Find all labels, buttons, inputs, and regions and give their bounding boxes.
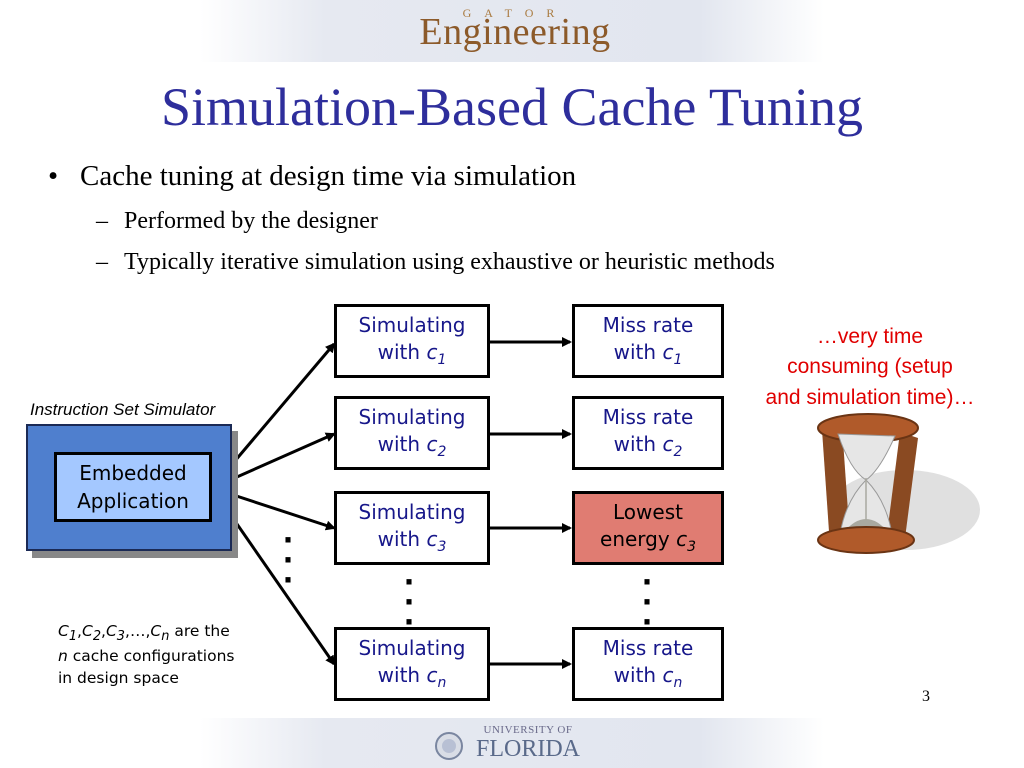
vertical-dots-sim: ··· xyxy=(404,561,416,642)
footer-university-of: UNIVERSITY OF xyxy=(483,724,573,736)
sim-box-3: Simulating with c3 xyxy=(334,491,490,565)
vertical-dots-result: ··· xyxy=(642,561,654,642)
sim-box-3-line2: with c3 xyxy=(377,527,447,556)
lowest-energy-line2: energy c3 xyxy=(600,527,696,556)
note-line-1: …very time xyxy=(816,325,924,348)
bullet-sub-2-text: Typically iterative simulation using exh… xyxy=(124,249,775,275)
note-line-3: and simulation time)… xyxy=(765,385,975,409)
embedded-line-1: Embedded xyxy=(79,461,187,485)
logo-small-text: GATOR xyxy=(462,6,568,20)
engineering-logo: Engineering xyxy=(419,11,611,53)
footer-banner xyxy=(200,718,824,768)
lowest-energy-line1: Lowest xyxy=(613,500,683,525)
caption-line1: C1,C2,C3,…,Cn are the xyxy=(58,622,230,645)
result-box-n-line2: with cn xyxy=(613,663,683,692)
result-box-2-line2: with c2 xyxy=(613,432,683,461)
sim-box-2-line1: Simulating xyxy=(358,405,466,430)
bullet-sub-1-text: Performed by the designer xyxy=(124,208,378,234)
sim-box-n: Simulating with cn xyxy=(334,627,490,701)
note-line-2: consuming (setup xyxy=(787,355,953,379)
caption-line2: n cache configurations xyxy=(58,647,235,666)
slide-number: 3 xyxy=(922,688,930,705)
footer-florida: FLORIDA xyxy=(475,736,580,762)
bullet-sub-2: –Typically iterative simulation using ex… xyxy=(96,249,775,276)
slide-title: Simulation-Based Cache Tuning xyxy=(161,77,863,137)
result-box-1-line1: Miss rate xyxy=(602,313,694,338)
hourglass-icon xyxy=(817,413,980,554)
lowest-energy-box: Lowest energy c3 xyxy=(572,491,724,565)
result-box-1-line2: with c1 xyxy=(613,340,683,369)
config-caption: C1,C2,C3,…,Cn are the n cache configurat… xyxy=(58,621,278,690)
dash-icon: – xyxy=(96,208,108,234)
sim-box-n-line2: with cn xyxy=(377,663,447,692)
sim-box-3-line1: Simulating xyxy=(358,500,466,525)
result-box-n-line1: Miss rate xyxy=(602,636,694,661)
result-box-2-line1: Miss rate xyxy=(602,405,694,430)
dash-icon: – xyxy=(96,249,108,275)
sim-box-1-line2: with c1 xyxy=(377,340,447,369)
sim-box-1: Simulating with c1 xyxy=(334,304,490,378)
bullet-sub-1: –Performed by the designer xyxy=(96,208,378,235)
uf-seal-icon xyxy=(435,732,463,760)
sim-box-n-line1: Simulating xyxy=(358,636,466,661)
sim-box-2: Simulating with c2 xyxy=(334,396,490,470)
result-box-1: Miss rate with c1 xyxy=(572,304,724,378)
vertical-dots-arrows: ··· xyxy=(283,519,295,600)
bullet-main: • Cache tuning at design time via simulat… xyxy=(48,160,576,193)
embedded-line-2: Application xyxy=(77,489,189,513)
sim-box-2-line2: with c2 xyxy=(377,432,447,461)
header-banner xyxy=(200,0,824,62)
sim-box-1-line1: Simulating xyxy=(358,313,466,338)
time-consuming-note: …very time consuming (setup and simulati… xyxy=(730,322,1010,413)
embedded-application-box: Embedded Application xyxy=(54,452,212,522)
result-box-2: Miss rate with c2 xyxy=(572,396,724,470)
result-box-n: Miss rate with cn xyxy=(572,627,724,701)
caption-line3: in design space xyxy=(58,668,179,687)
bullet-main-text: Cache tuning at design time via simulati… xyxy=(80,160,577,192)
bullet-dot-icon: • xyxy=(48,160,59,192)
iss-label: Instruction Set Simulator xyxy=(30,400,216,419)
